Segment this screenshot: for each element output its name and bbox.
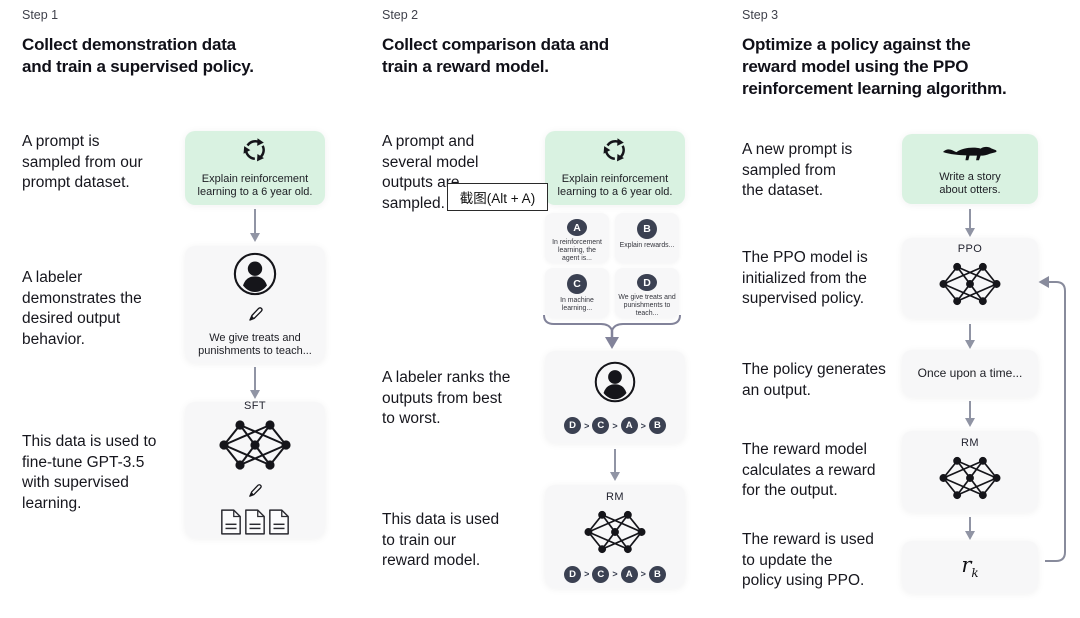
rank-badge: B bbox=[648, 565, 666, 583]
document-icon bbox=[220, 509, 242, 540]
rank-separator: > bbox=[640, 569, 646, 579]
cycle-icon bbox=[602, 137, 628, 168]
pencil-icon bbox=[247, 483, 263, 504]
rank-separator: > bbox=[584, 420, 590, 431]
rank-separator: > bbox=[640, 420, 646, 431]
rank-separator: > bbox=[612, 569, 618, 579]
reward-value: rk bbox=[961, 553, 979, 581]
step3-title: Optimize a policy against the reward mod… bbox=[742, 35, 1007, 98]
step3-row2-caption: The PPO model is initialized from the su… bbox=[742, 249, 868, 307]
rank-badge: A bbox=[620, 565, 638, 583]
down-arrow bbox=[964, 324, 975, 349]
step3-label: Step 3 bbox=[742, 8, 779, 22]
ppo-label: PPO bbox=[957, 243, 983, 255]
step1-label: Step 1 bbox=[22, 8, 59, 22]
rank-badge: D bbox=[564, 565, 582, 583]
step3-row3-caption: The policy generates an output. bbox=[742, 361, 886, 399]
step1-row1-caption: A prompt is sampled from our prompt data… bbox=[22, 133, 143, 191]
step3-row4-caption: The reward model calculates a reward for… bbox=[742, 441, 876, 499]
step1-prompt-card: Explain reinforcement learning to a 6 ye… bbox=[185, 131, 325, 205]
badge-a: A bbox=[567, 219, 587, 236]
step1-sft-model-card: SFT bbox=[185, 400, 325, 540]
rank-badge: C bbox=[592, 565, 610, 583]
brace-icon bbox=[543, 314, 681, 349]
ranking-badges: D > C > A > B bbox=[564, 417, 666, 434]
screenshot-tooltip: 截图(Alt + A) bbox=[447, 183, 548, 211]
output-a-text: In reinforcement learning, the agent is.… bbox=[552, 239, 602, 262]
output-card-a: A In reinforcement learning, the agent i… bbox=[545, 213, 609, 263]
neural-network-icon bbox=[582, 508, 648, 561]
step2-prompt-card: Explain reinforcement learning to a 6 ye… bbox=[545, 131, 685, 205]
step2-row3-caption: This data is used to train our reward mo… bbox=[382, 511, 500, 569]
step3-rm-model-card: RM bbox=[902, 431, 1038, 512]
step2-prompt-card-text: Explain reinforcement learning to a 6 ye… bbox=[557, 172, 673, 199]
rank-separator: > bbox=[584, 569, 590, 579]
step3-reward-card: rk bbox=[902, 541, 1038, 593]
down-arrow bbox=[249, 367, 260, 399]
step3-ppo-model-card: PPO bbox=[902, 238, 1038, 318]
step2-title: Collect comparison data and train a rewa… bbox=[382, 35, 609, 76]
ranking-badges: D > C > A > B bbox=[564, 565, 666, 583]
output-d-text: We give treats and punishments to teach.… bbox=[618, 294, 676, 317]
step3-prompt-card: Write a story about otters. bbox=[902, 134, 1038, 204]
user-icon bbox=[593, 360, 637, 409]
user-icon bbox=[232, 251, 278, 302]
step1-labeler-card-text: We give treats and punishments to teach.… bbox=[198, 331, 312, 358]
output-card-d: D We give treats and punishments to teac… bbox=[615, 268, 679, 318]
document-icon bbox=[244, 509, 266, 540]
step2-ranking-card: D > C > A > B bbox=[545, 351, 685, 443]
pencil-icon bbox=[247, 306, 264, 328]
step2-rm-model-card: RM D > C > A > B bbox=[545, 485, 685, 588]
badge-b: B bbox=[637, 219, 657, 239]
step1-labeler-card: We give treats and punishments to teach.… bbox=[185, 246, 325, 363]
step3-output-card-text: Once upon a time... bbox=[917, 365, 1023, 380]
rank-badge: D bbox=[564, 417, 582, 434]
step2-row2-caption: A labeler ranks the outputs from best to… bbox=[382, 369, 511, 427]
rm-label: RM bbox=[606, 490, 624, 503]
output-card-b: B Explain rewards... bbox=[615, 213, 679, 263]
down-arrow bbox=[249, 209, 260, 242]
badge-c: C bbox=[567, 274, 587, 294]
sft-label: SFT bbox=[244, 400, 266, 412]
rank-badge: A bbox=[620, 417, 638, 434]
rank-separator: > bbox=[612, 420, 618, 431]
document-icon bbox=[268, 509, 290, 540]
step1-prompt-card-text: Explain reinforcement learning to a 6 ye… bbox=[197, 172, 313, 199]
feedback-loop-arrow bbox=[1038, 276, 1066, 562]
step2-row1-caption: A prompt and several model outputs are s… bbox=[382, 133, 479, 212]
down-arrow bbox=[964, 517, 975, 540]
down-arrow bbox=[964, 209, 975, 237]
step3-output-card: Once upon a time... bbox=[902, 350, 1038, 397]
step3-prompt-card-text: Write a story about otters. bbox=[939, 170, 1001, 197]
step1-row3-caption: This data is used to fine-tune GPT-3.5 w… bbox=[22, 433, 157, 512]
neural-network-icon bbox=[937, 260, 1003, 313]
badge-d: D bbox=[637, 274, 657, 291]
neural-network-icon bbox=[937, 454, 1003, 507]
output-card-c: C In machine learning... bbox=[545, 268, 609, 318]
step1-row2-caption: A labeler demonstrates the desired outpu… bbox=[22, 269, 142, 348]
documents-row bbox=[220, 509, 290, 540]
down-arrow bbox=[609, 449, 620, 481]
output-b-text: Explain rewards... bbox=[619, 242, 675, 249]
rm-label: RM bbox=[961, 436, 979, 449]
rank-badge: C bbox=[592, 417, 610, 434]
otter-icon bbox=[942, 141, 998, 167]
step1-title: Collect demonstration data and train a s… bbox=[22, 35, 254, 76]
cycle-icon bbox=[242, 137, 268, 168]
step2-label: Step 2 bbox=[382, 8, 419, 22]
output-c-text: In machine learning... bbox=[560, 297, 594, 312]
step3-row1-caption: A new prompt is sampled from the dataset… bbox=[742, 141, 853, 199]
neural-network-icon bbox=[217, 417, 293, 478]
rank-badge: B bbox=[648, 417, 666, 434]
step3-row5-caption: The reward is used to update the policy … bbox=[742, 531, 874, 589]
down-arrow bbox=[964, 401, 975, 427]
